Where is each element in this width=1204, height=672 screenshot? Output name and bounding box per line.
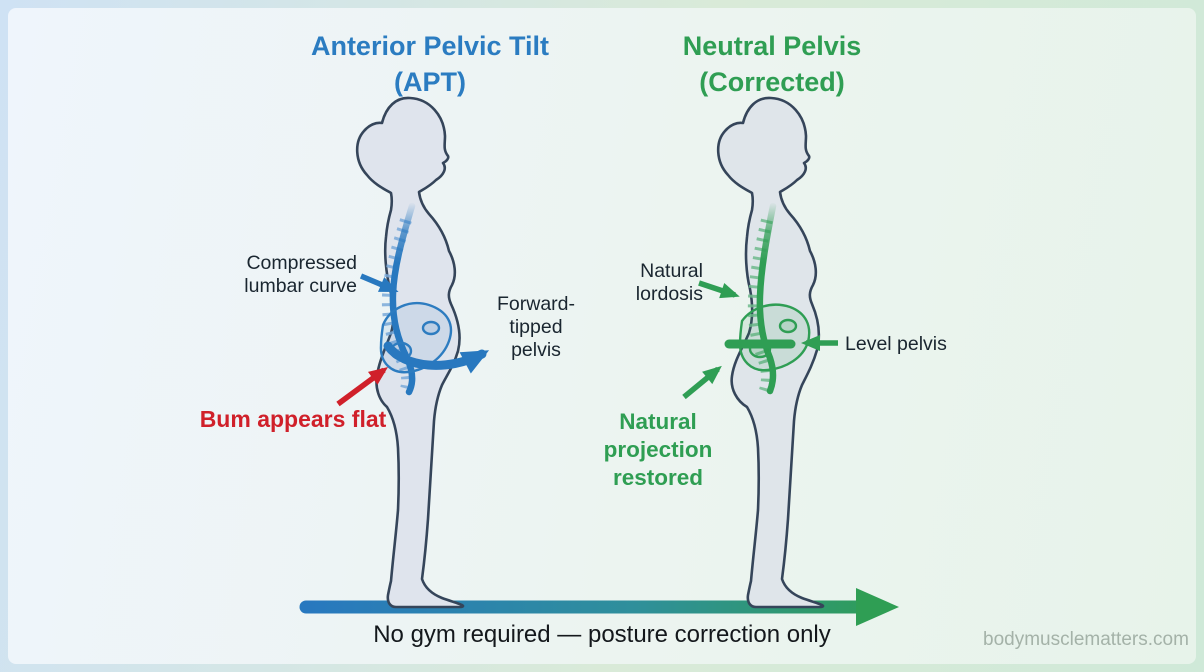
natural-lordosis-line2: lordosis (635, 283, 703, 305)
natural-projection-line3: restored (612, 464, 704, 490)
compressed-lumbar-line1: Compressed (246, 252, 357, 274)
natural-projection-label: Natural projection restored (583, 408, 733, 492)
watermark-text: bodymusclematters.com (983, 629, 1189, 650)
forward-tipped-line3: pelvis (511, 339, 561, 361)
apt-spine (389, 202, 416, 396)
level-pelvis-label: Level pelvis (845, 333, 947, 355)
neutral-figure-illustration (716, 96, 825, 609)
apt-title: Anterior Pelvic Tilt (APT) (280, 29, 580, 100)
natural-projection-line2: projection (603, 436, 713, 462)
diagram-canvas (8, 8, 1196, 664)
compressed-lumbar-label: Compressed lumbar curve (197, 252, 357, 298)
forward-tipped-label: Forward- tipped pelvis (476, 293, 596, 362)
apt-title-line2: (APT) (394, 66, 466, 97)
bottom-caption: No gym required — posture correction onl… (373, 621, 831, 648)
natural-lordosis-line1: Natural (640, 260, 703, 282)
neutral-title-line1: Neutral Pelvis (682, 31, 862, 61)
apt-title-line1: Anterior Pelvic Tilt (310, 31, 550, 61)
compressed-lumbar-line2: lumbar curve (244, 275, 357, 297)
natural-lordosis-label: Natural lordosis (573, 260, 703, 306)
natural-projection-line1: Natural (619, 409, 697, 434)
neutral-spine (756, 202, 777, 395)
forward-tipped-line2: tipped (509, 316, 563, 338)
neutral-title-line2: (Corrected) (699, 66, 845, 97)
neutral-title: Neutral Pelvis (Corrected) (622, 29, 922, 100)
forward-tipped-line1: Forward- (496, 293, 575, 315)
bum-flat-label: Bum appears flat (199, 406, 387, 432)
